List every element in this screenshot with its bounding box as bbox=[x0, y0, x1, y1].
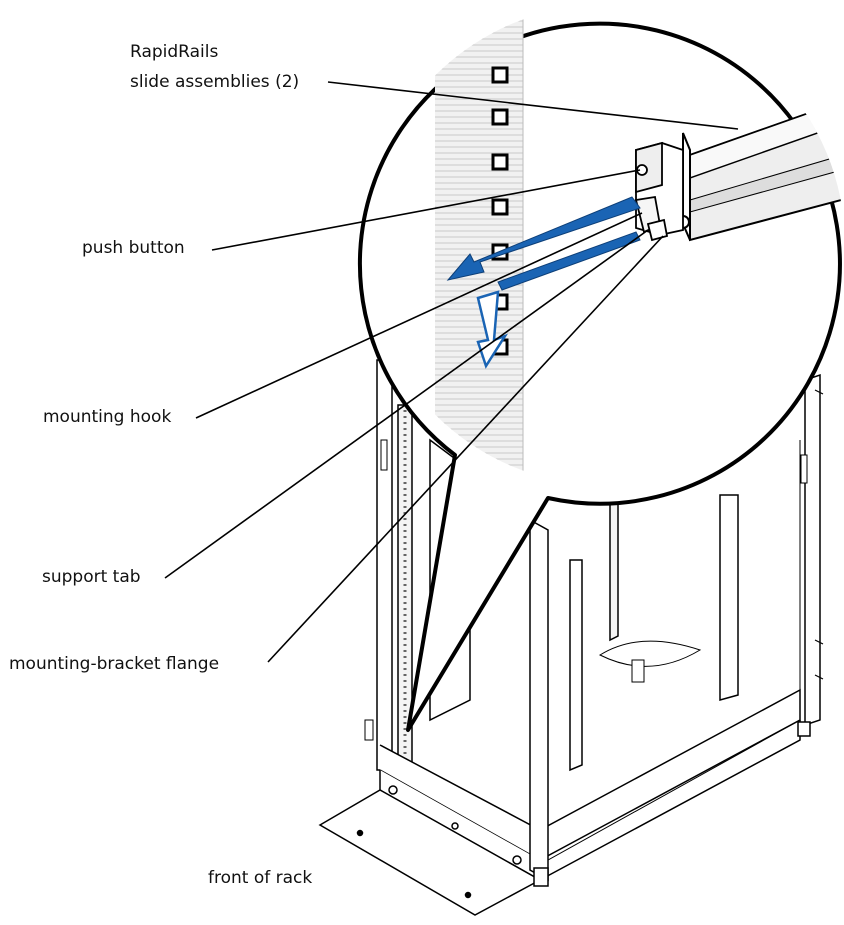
zoom-support-tab bbox=[646, 218, 669, 242]
label-front-of-rack: front of rack bbox=[208, 868, 313, 888]
rack-right-rear-post bbox=[804, 373, 821, 727]
label-mounting-bracket-flange: mounting-bracket flange bbox=[9, 654, 220, 674]
leader-lines bbox=[164, 81, 739, 663]
leader-push-button bbox=[211, 169, 641, 251]
rack-middle-column bbox=[569, 559, 583, 772]
label-push-button: push button bbox=[82, 238, 185, 258]
rack-right-front-post bbox=[529, 518, 549, 882]
rack-right-side-panel bbox=[547, 440, 801, 861]
rack-left-post bbox=[376, 359, 393, 771]
leader-mounting-hook bbox=[195, 212, 643, 419]
rack-cabinet bbox=[318, 359, 824, 916]
rack-rear-rail-a bbox=[609, 499, 619, 642]
rack-rear-rail-b bbox=[719, 494, 739, 701]
zoom-mounting-bracket bbox=[634, 141, 684, 242]
label-rapidrails-subtitle: slide assemblies (2) bbox=[130, 72, 300, 92]
leader-rapidrails bbox=[327, 81, 739, 130]
label-mounting-hook: mounting hook bbox=[43, 407, 172, 427]
rack-floor-opening bbox=[598, 640, 702, 667]
leader-support-tab bbox=[164, 229, 649, 579]
arrow-hook-insertion bbox=[446, 196, 641, 281]
label-support-tab: support tab bbox=[42, 567, 141, 587]
leader-mounting-bracket-flange bbox=[267, 235, 664, 663]
label-rapidrails-title: RapidRails bbox=[130, 42, 219, 62]
